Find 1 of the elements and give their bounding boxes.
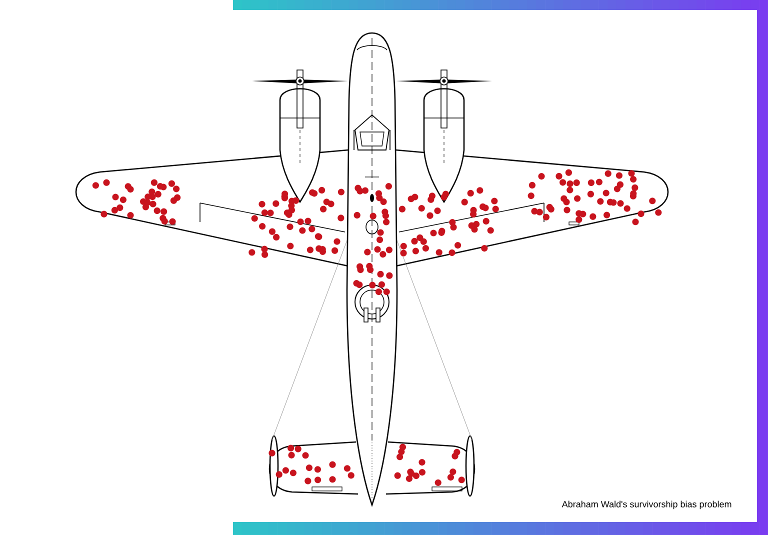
caption: Abraham Wald's survivorship bias problem: [562, 500, 732, 510]
